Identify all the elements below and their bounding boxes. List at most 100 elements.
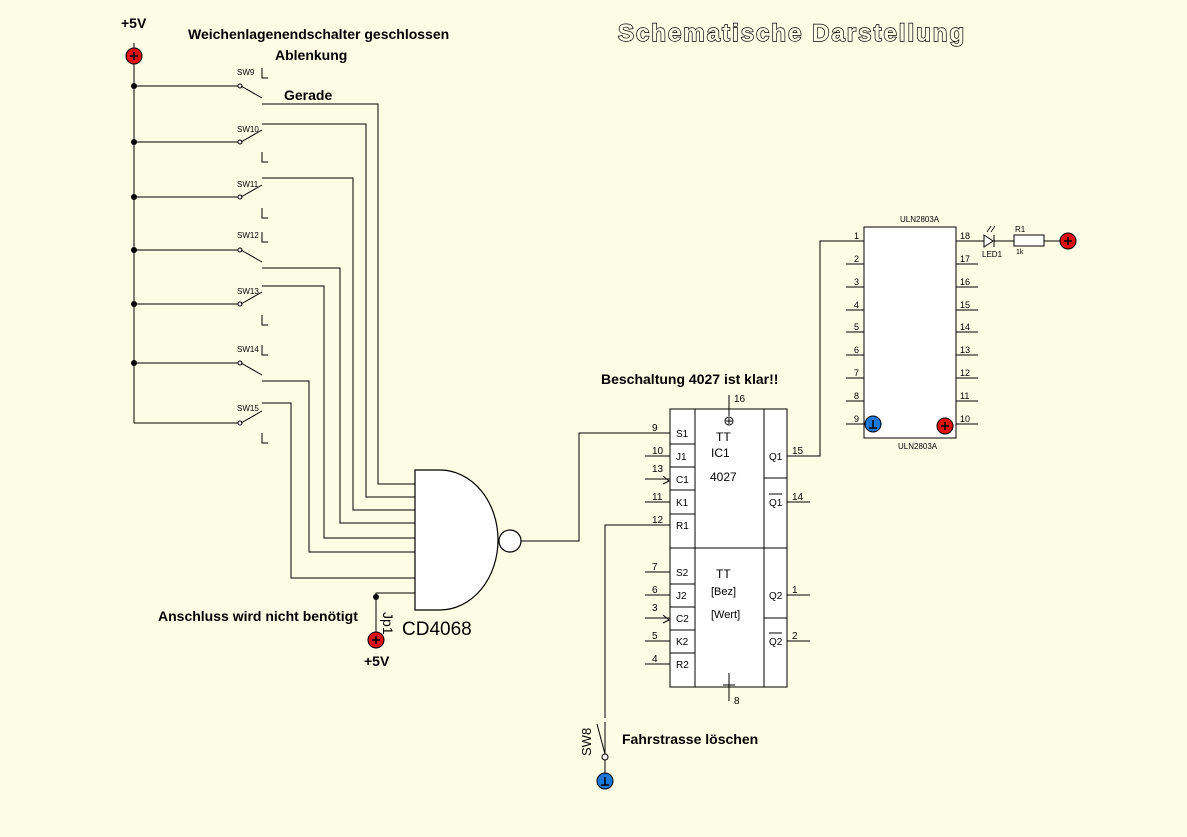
- switch-label: SW15: [237, 404, 259, 413]
- pin-number: 8: [854, 391, 859, 401]
- pin-name: R1: [676, 521, 689, 532]
- pin-name: Q2: [769, 591, 783, 602]
- switch-sw14[interactable]: SW14: [237, 345, 268, 376]
- resistor-value: 1k: [1016, 249, 1024, 256]
- vcc-terminal-led: [1059, 232, 1077, 250]
- pin-number: 6: [652, 585, 658, 596]
- gerade-label: Gerade: [284, 87, 332, 103]
- switch-sw11[interactable]: SW11: [237, 180, 268, 219]
- pin-number: 14: [792, 492, 804, 503]
- pin-name: J2: [676, 591, 687, 602]
- pin-number: 7: [854, 368, 859, 378]
- pin-name: S2: [676, 568, 689, 579]
- vcc-terminal-top: [125, 47, 143, 65]
- gnd-terminal-sw8: [596, 772, 614, 790]
- pin-number: 16: [960, 277, 970, 287]
- pin-name: S1: [676, 429, 689, 440]
- ff2-type-text: TT: [716, 567, 731, 581]
- reset-switch-label: SW8: [579, 728, 594, 756]
- fahrstrasse-label: Fahrstrasse löschen: [622, 731, 758, 747]
- vcc-terminal-uln: [936, 417, 954, 435]
- ic-name: IC1: [711, 446, 730, 460]
- switch-heading: Weichenlagenendschalter geschlossen: [188, 26, 449, 42]
- switch-sw15[interactable]: SW15: [237, 404, 268, 444]
- vcc-terminal-bottom: [367, 631, 385, 649]
- reset-switch-sw8[interactable]: SW8: [579, 524, 645, 790]
- gnd-terminal-uln: [864, 415, 882, 433]
- ic-type: 4027: [710, 470, 737, 484]
- pin-name: K2: [676, 637, 689, 648]
- pin-number: 10: [652, 446, 664, 457]
- switch-label: SW13: [237, 287, 259, 296]
- jumper-label: Jp1: [380, 612, 396, 635]
- switch-label: SW12: [237, 231, 259, 240]
- pin-name: C1: [676, 475, 689, 486]
- pin-name: K1: [676, 498, 689, 509]
- ff1-type-text: TT: [716, 430, 731, 444]
- pin-number: 7: [652, 562, 658, 573]
- ic4027-chip: 16 8 TT IC1 4027 TT [Bez] [Wert]: [645, 394, 810, 707]
- switch-sw10[interactable]: SW10: [237, 125, 268, 163]
- pin-number: 18: [960, 231, 970, 241]
- ff2-wert: [Wert]: [711, 609, 740, 621]
- nand-type-label: CD4068: [402, 619, 472, 640]
- switch-sw9[interactable]: SW9: [237, 68, 268, 99]
- pin-number: 5: [854, 322, 859, 332]
- led-label: LED1: [982, 250, 1003, 259]
- uln-name-bottom: ULN2803A: [898, 442, 938, 451]
- pin-name: C2: [676, 614, 689, 625]
- vdd-pin-number: 16: [734, 394, 746, 405]
- pin-name: R2: [676, 660, 689, 671]
- pin-number: 15: [960, 300, 970, 310]
- diagram-title: Schematische Darstellung: [618, 20, 966, 47]
- pin-number: 11: [652, 492, 663, 503]
- pin-number: 5: [652, 631, 658, 642]
- pin-number: 9: [652, 423, 658, 434]
- pin-number: 6: [854, 345, 859, 355]
- switch-label: SW14: [237, 345, 259, 354]
- pin-number: 4: [854, 300, 859, 310]
- switch-to-nand-wires: [262, 103, 415, 597]
- pin-name: J1: [676, 452, 687, 463]
- pin-number: 4: [652, 654, 658, 665]
- uln2803a-driver: ULN2803A ULN2803A 1 2 3 4: [846, 215, 978, 451]
- pin-number: 13: [652, 464, 664, 475]
- switch-label: SW11: [237, 180, 259, 189]
- ablenkung-label: Ablenkung: [275, 47, 347, 63]
- pin-number: 15: [792, 446, 804, 457]
- switch-label: SW10: [237, 125, 259, 134]
- pin-number: 14: [960, 322, 970, 332]
- resistor-r1: R1 1k: [1013, 225, 1077, 256]
- power-bus: +5V: [121, 15, 239, 424]
- pin-number: 2: [854, 254, 859, 264]
- pin-number: 12: [652, 515, 664, 526]
- resistor-label: R1: [1015, 225, 1026, 234]
- vcc-bottom-label: +5V: [364, 653, 390, 669]
- pin-number: 10: [960, 414, 970, 424]
- pin-name: Q2: [769, 637, 783, 648]
- vcc-top-label: +5V: [121, 15, 147, 31]
- pin-number: 1: [792, 585, 798, 596]
- pin-number: 2: [792, 631, 798, 642]
- jumper-jp1[interactable]: Jp1: [367, 594, 396, 649]
- uln-name-top: ULN2803A: [900, 215, 940, 224]
- ff2-bez: [Bez]: [711, 586, 736, 598]
- pin-number: 17: [960, 254, 970, 264]
- beschaltung-label: Beschaltung 4027 ist klar!!: [601, 371, 778, 387]
- pin-number: 9: [854, 414, 859, 424]
- pin-number: 13: [960, 345, 970, 355]
- switch-sw12[interactable]: SW12: [237, 231, 268, 263]
- switch-sw13[interactable]: SW13: [237, 287, 268, 326]
- pin-number: 11: [960, 391, 969, 401]
- led1: LED1: [978, 225, 1014, 259]
- switch-label: SW9: [237, 68, 255, 77]
- pin-name: Q1: [769, 452, 783, 463]
- pin-number: 1: [854, 231, 859, 241]
- cd4068-nand-gate: CD4068: [402, 469, 522, 640]
- pin-name: Q1: [769, 498, 783, 509]
- anschluss-label: Anschluss wird nicht benötigt: [158, 608, 358, 624]
- pin-number: 12: [960, 368, 970, 378]
- pin-number: 3: [854, 277, 859, 287]
- gnd-pin-number: 8: [734, 696, 740, 707]
